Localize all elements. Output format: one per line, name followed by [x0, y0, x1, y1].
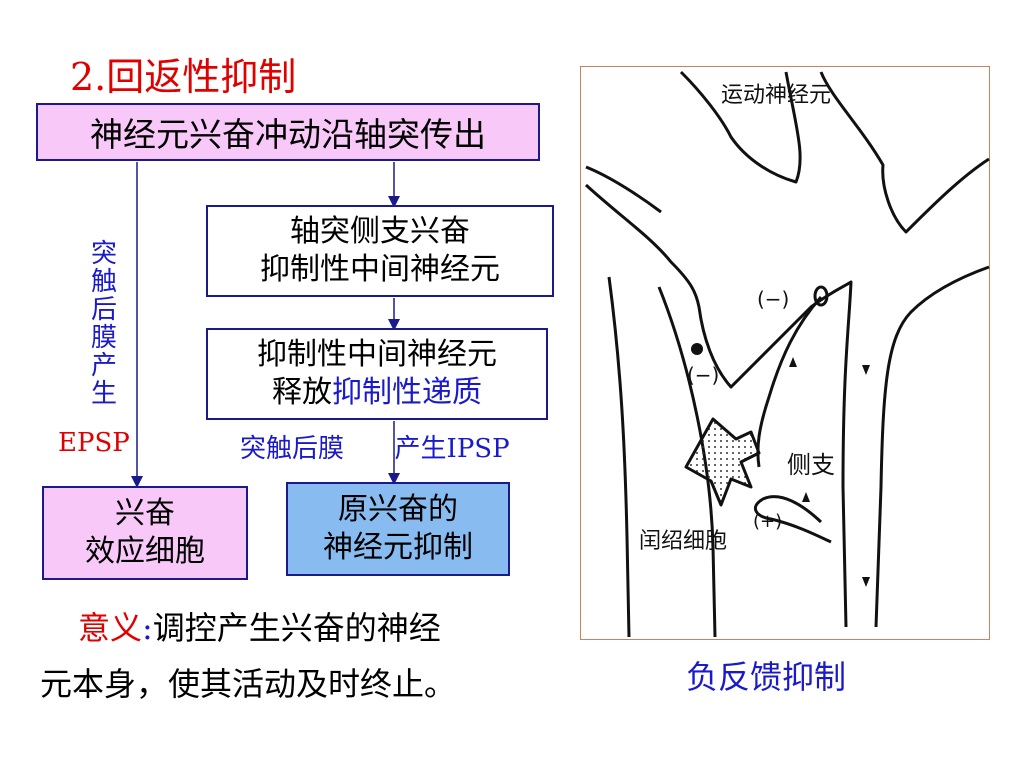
box-effector: 兴奋 效应细胞	[42, 486, 248, 580]
minus-label-1: (−)	[757, 287, 790, 311]
meaning-line1: 意义:调控产生兴奋的神经	[40, 600, 560, 656]
collateral-fiber	[753, 296, 832, 544]
arrow-down-1	[862, 365, 870, 375]
slide-title: 2.回返性抑制	[70, 55, 297, 99]
arrow-up-2	[802, 492, 810, 502]
box-inhibition: 原兴奋的 神经元抑制	[286, 482, 510, 576]
meaning-text-2: 元本身，使其活动及时终止。	[40, 665, 457, 703]
box-impulse-text: 神经元兴奋冲动沿轴突传出	[90, 115, 486, 154]
epsp-label: EPSP	[58, 428, 130, 458]
box-release: 抑制性中间神经元 释放抑制性递质	[206, 328, 548, 420]
box-effector-line2: 效应细胞	[85, 534, 205, 569]
box-collateral-line1: 轴突侧支兴奋	[290, 214, 470, 249]
meaning-text-1: 调控产生兴奋的神经	[152, 609, 441, 647]
left-vertical-label: 突触后膜产生	[90, 239, 117, 409]
arrow-up-1	[789, 357, 797, 367]
box-release-line1: 抑制性中间神经元	[257, 337, 497, 372]
box-inhibition-line2: 神经元抑制	[323, 530, 473, 565]
box-collateral: 轴突侧支兴奋 抑制性中间神经元	[206, 205, 554, 297]
minus-label-2: (−)	[687, 363, 720, 387]
plus-label: (+)	[753, 511, 783, 532]
motor-neuron-label: 运动神经元	[721, 83, 832, 108]
renshaw-label: 闰绍细胞	[639, 529, 728, 554]
box-inhibition-line1: 原兴奋的	[338, 492, 458, 527]
motor-neuron-outline	[584, 70, 990, 628]
meaning-label: 意义	[78, 609, 143, 647]
axon-right	[657, 286, 717, 638]
synapse-dot	[691, 343, 703, 355]
box-release-verb: 释放	[272, 375, 332, 410]
ipsp-label-a: 突触后膜	[240, 434, 345, 464]
box-release-line2: 释放抑制性递质	[272, 374, 482, 412]
collateral-terminal	[813, 285, 829, 307]
box-release-transmitter: 抑制性递质	[332, 375, 482, 410]
diagram-caption: 负反馈抑制	[686, 658, 847, 696]
ipsp-label-b: 产生IPSP	[394, 434, 510, 464]
axon-left	[607, 276, 631, 638]
box-impulse: 神经元兴奋冲动沿轴突传出	[36, 103, 540, 161]
box-collateral-line2: 抑制性中间神经元	[260, 252, 500, 287]
renshaw-cell	[684, 417, 761, 507]
box-effector-line1: 兴奋	[115, 496, 175, 531]
neuron-drawing	[584, 70, 990, 638]
ipsp-label: 突触后膜 产生IPSP	[240, 428, 510, 465]
arrow-down-2	[862, 577, 870, 587]
meaning-colon: :	[142, 609, 153, 647]
meaning-paragraph: 意义:调控产生兴奋的神经 元本身，使其活动及时终止。	[40, 600, 560, 712]
collateral-label: 侧支	[787, 451, 835, 479]
neuron-diagram: 运动神经元 (−) (−) 侧支 闰绍细胞 (+)	[580, 66, 990, 640]
